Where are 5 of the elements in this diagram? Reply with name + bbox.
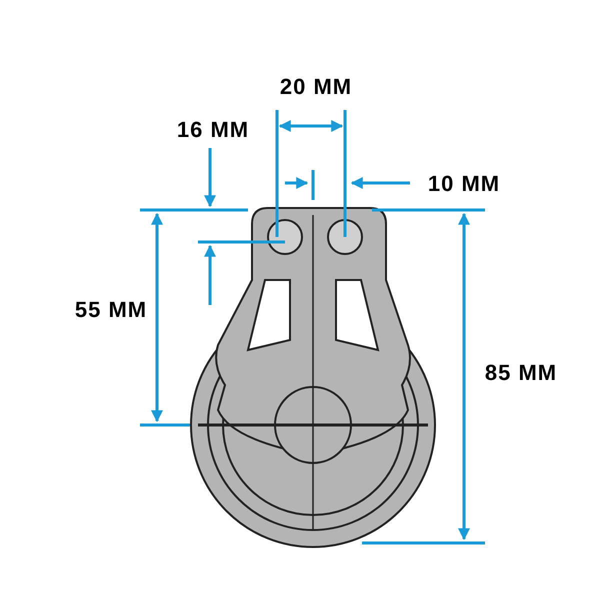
dimension-label: 55 MM	[74, 299, 148, 321]
dimension-label: 10 MM	[428, 173, 500, 195]
dimension-label: 20 MM	[280, 76, 352, 98]
dimension-label: 85 MM	[484, 362, 558, 384]
dimension-label: 16 MM	[176, 119, 250, 141]
